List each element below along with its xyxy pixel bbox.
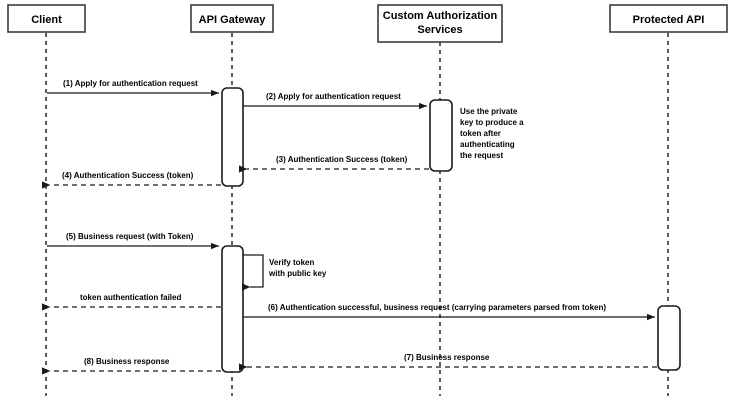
- message-self-label-line-2: with public key: [268, 269, 327, 278]
- message-2-label: (2) Apply for authentication request: [266, 92, 401, 101]
- activation-bar-protected-api: [657, 305, 681, 371]
- message-4-label: (4) Authentication Success (token): [62, 171, 194, 180]
- message-1-label: (1) Apply for authentication request: [63, 79, 198, 88]
- message-2-apply-for-authentication-request[interactable]: (2) Apply for authentication request: [243, 92, 427, 110]
- message-7-business-response[interactable]: (7) Business response: [239, 353, 657, 371]
- message-5-business-request-with-token[interactable]: (5) Business request (with Token): [47, 232, 219, 250]
- activation-bar-custom-authorization-services: [429, 99, 453, 172]
- participant-header-custom-authorization-services[interactable]: Custom Authorization Services: [377, 4, 503, 43]
- participant-label-api-gateway: API Gateway: [199, 14, 267, 26]
- message-6-authentication-successful-business-request[interactable]: (6) Authentication successful, business …: [243, 303, 655, 321]
- participant-label-protected-api: Protected API: [633, 14, 705, 26]
- participant-label-custom-authorization-services-line2: Services: [417, 24, 462, 36]
- message-3-authentication-success-token[interactable]: (3) Authentication Success (token): [239, 155, 429, 173]
- note-private-key-line-5: the request: [460, 151, 503, 160]
- participant-label-client: Client: [31, 14, 62, 26]
- message-6-label: (6) Authentication successful, business …: [268, 303, 606, 312]
- note-private-key-line-4: authenticating: [460, 140, 515, 149]
- message-4-authentication-success-token[interactable]: (4) Authentication Success (token): [42, 171, 221, 189]
- message-5-label: (5) Business request (with Token): [66, 232, 194, 241]
- message-1-apply-for-authentication-request[interactable]: (1) Apply for authentication request: [47, 79, 219, 97]
- participant-label-custom-authorization-services-line1: Custom Authorization: [383, 10, 498, 22]
- activation-bar-api-gateway-business: [221, 245, 244, 373]
- participant-header-protected-api[interactable]: Protected API: [609, 4, 728, 33]
- message-self-verify-token[interactable]: Verify token with public key: [242, 254, 327, 291]
- activation-bar-api-gateway-auth: [221, 87, 244, 187]
- message-token-authentication-failed[interactable]: token authentication failed: [42, 293, 221, 311]
- message-self-label-line-1: Verify token: [269, 258, 314, 267]
- message-7-label: (7) Business response: [404, 353, 490, 362]
- note-private-key: Use the private key to produce a token a…: [460, 107, 524, 160]
- note-private-key-line-2: key to produce a: [460, 118, 524, 127]
- note-private-key-line-3: token after: [460, 129, 501, 138]
- message-token-authentication-failed-label: token authentication failed: [80, 293, 181, 302]
- participant-header-client[interactable]: Client: [7, 4, 86, 33]
- participant-header-api-gateway[interactable]: API Gateway: [190, 4, 274, 33]
- message-3-label: (3) Authentication Success (token): [276, 155, 408, 164]
- message-8-business-response[interactable]: (8) Business response: [42, 357, 221, 375]
- note-private-key-line-1: Use the private: [460, 107, 518, 116]
- message-8-label: (8) Business response: [84, 357, 170, 366]
